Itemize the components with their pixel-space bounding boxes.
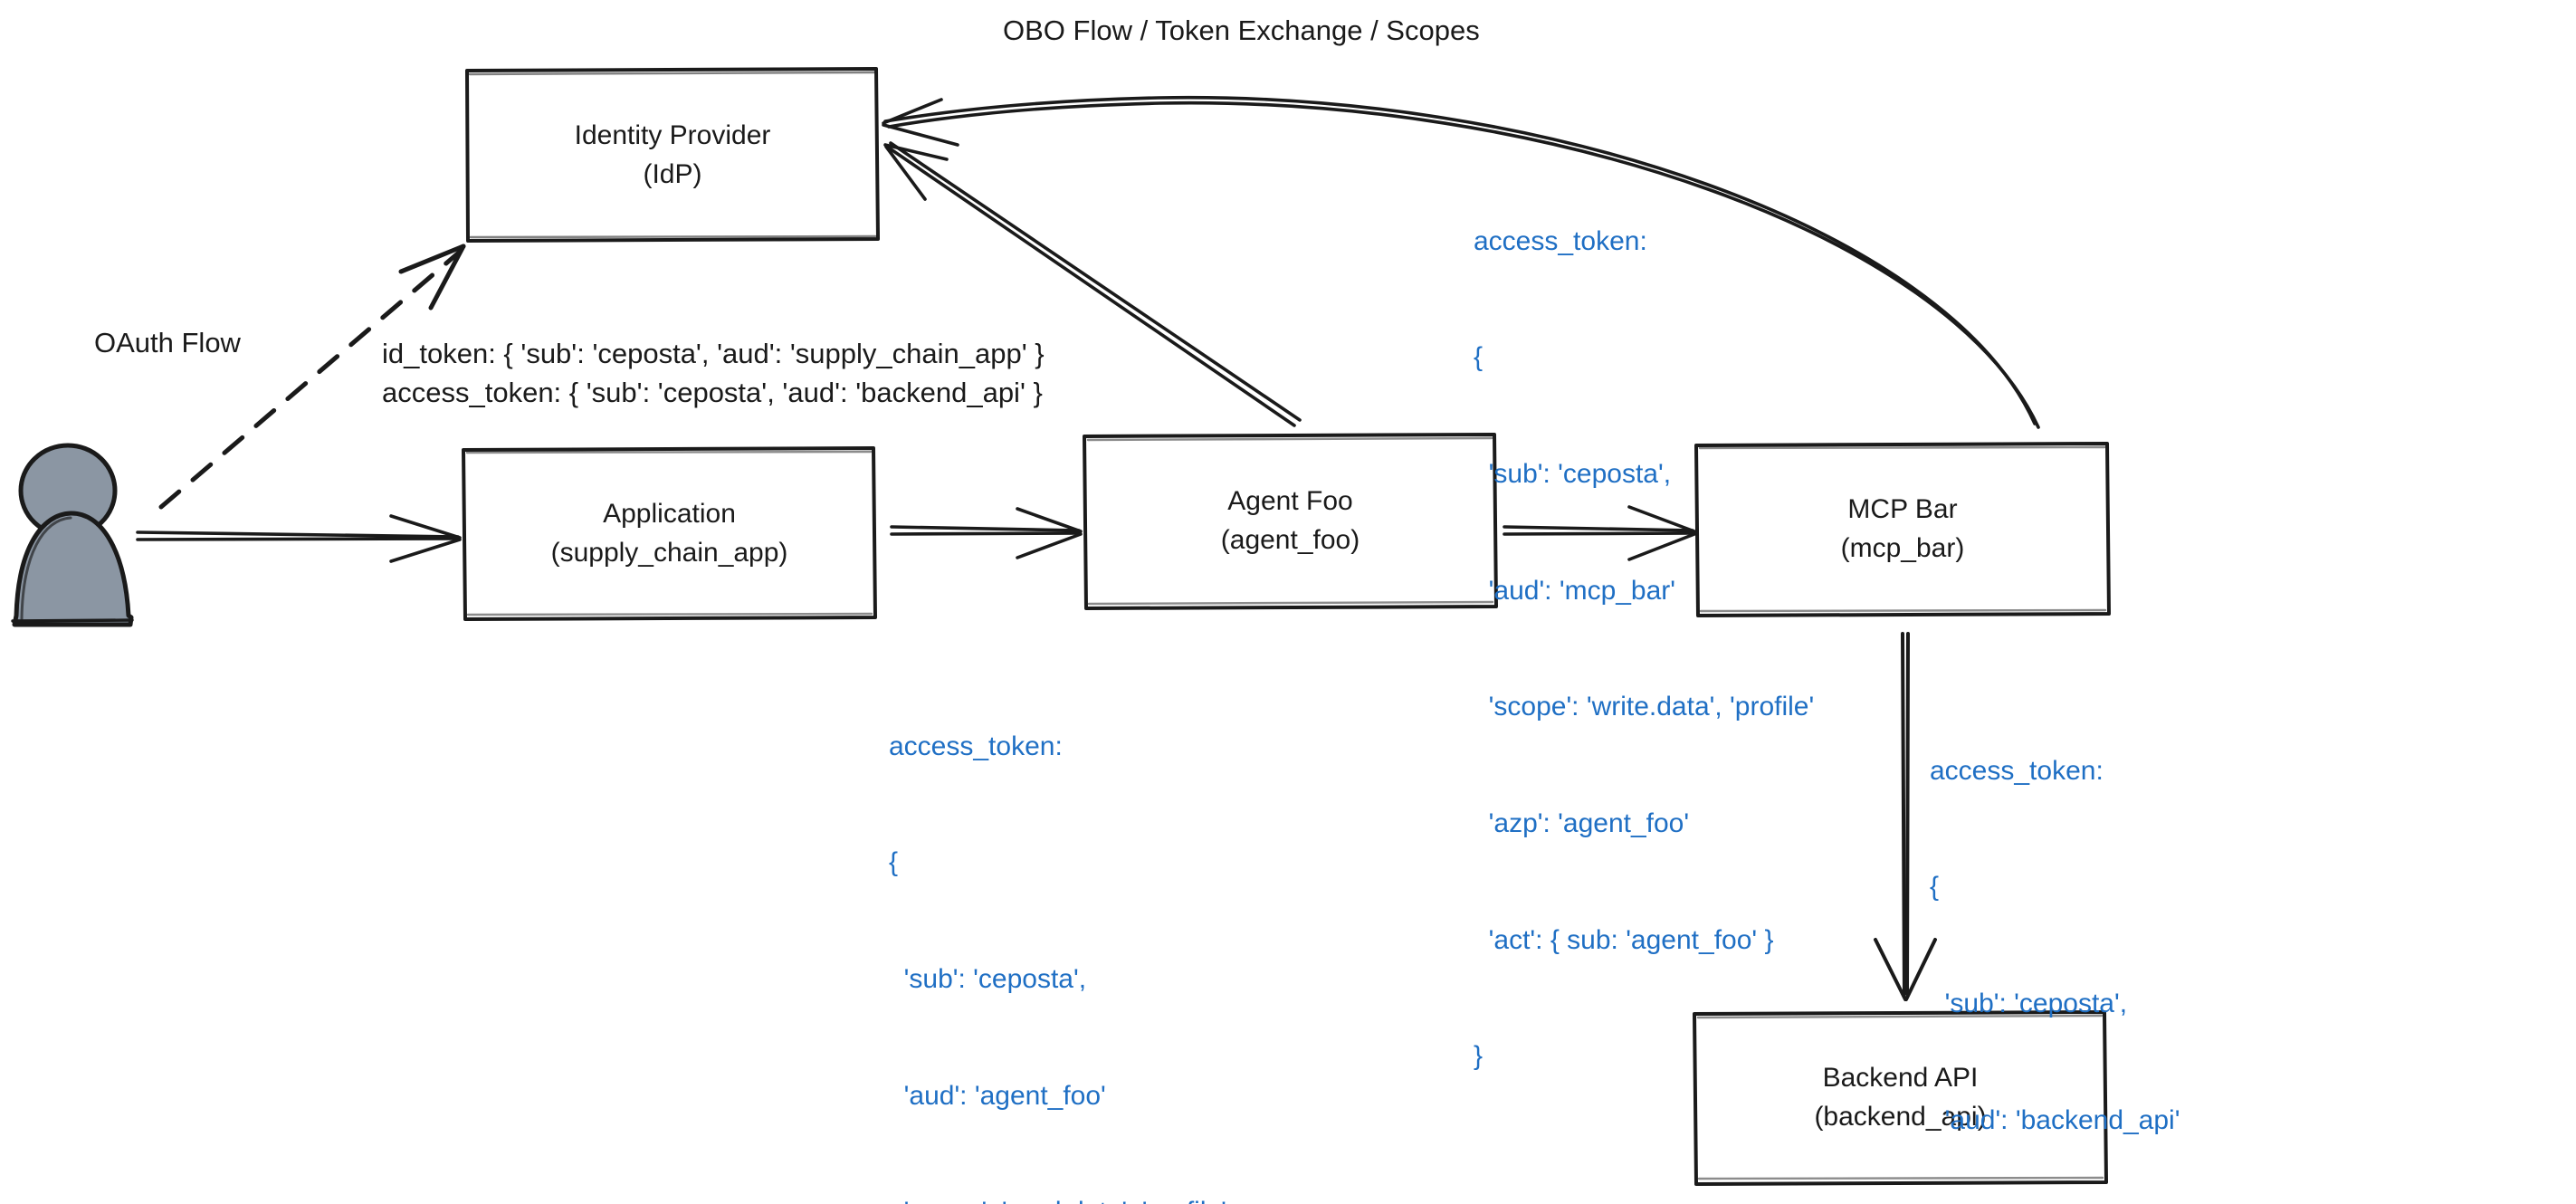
idp-token-annotation: id_token: { 'sub': 'ceposta', 'aud': 'su… (382, 335, 1045, 413)
token-agent-foo-header: access_token: (889, 731, 1063, 761)
arrow-mcp-bar-to-idp (882, 95, 2040, 429)
node-mcp-bar-subtitle: (mcp_bar) (1840, 533, 1965, 563)
node-application[interactable]: Application (supply_chain_app) (463, 448, 875, 619)
token-agent-foo-claim-aud: 'aud': 'agent_foo' (889, 1080, 1106, 1111)
node-agent-foo-title: Agent Foo (1227, 486, 1353, 517)
token-backend-api-claim-aud: 'aud': 'backend_api' (1930, 1104, 2180, 1135)
token-mcp-bar-claim-aud: 'aud': 'mcp_bar' (1474, 575, 1676, 606)
token-block-mcp-bar: access_token: { 'sub': 'ceposta', 'aud':… (1474, 145, 1814, 1154)
token-block-backend-api: access_token: { 'sub': 'ceposta', 'aud':… (1930, 674, 2510, 1204)
token-mcp-bar-claim-scope: 'scope': 'write.data', 'profile' (1474, 692, 1815, 722)
node-application-subtitle: (supply_chain_app) (550, 537, 788, 568)
token-agent-foo-claim-sub: 'sub': 'ceposta', (889, 964, 1087, 995)
idp-access-token-line: access_token: { 'sub': 'ceposta', 'aud':… (382, 376, 1043, 408)
arrow-mcp-bar-to-backend-api (1874, 632, 1937, 1001)
node-backend-api[interactable]: Backend API (backend_api) (1694, 1012, 2106, 1184)
oauth-flow-label: OAuth Flow (94, 327, 241, 358)
token-mcp-bar-claim-sub: 'sub': 'ceposta', (1474, 459, 1672, 490)
node-identity-provider-subtitle: (IdP) (643, 159, 702, 189)
token-mcp-bar-open: { (1474, 342, 1484, 373)
token-backend-api-header: access_token: (1930, 755, 2104, 786)
node-identity-provider[interactable]: Identity Provider (IdP) (467, 71, 878, 241)
arrow-user-to-idp-head (398, 244, 466, 311)
node-backend-api-subtitle: (backend_api) (1814, 1102, 1987, 1132)
token-mcp-bar-close: } (1474, 1041, 1484, 1072)
arrow-application-to-agent-foo (890, 507, 1083, 559)
node-agent-foo-subtitle: (agent_foo) (1220, 525, 1360, 555)
token-mcp-bar-claim-azp: 'azp': 'agent_foo' (1474, 808, 1690, 839)
token-agent-foo-open: { (889, 847, 899, 878)
node-mcp-bar[interactable]: MCP Bar (mcp_bar) (1696, 444, 2109, 616)
idp-id-token-line: id_token: { 'sub': 'ceposta', 'aud': 'su… (382, 338, 1045, 369)
node-backend-api-title: Backend API (1822, 1063, 1979, 1094)
arrow-user-to-application (136, 514, 462, 563)
node-application-title: Application (603, 498, 736, 529)
token-mcp-bar-claim-act: 'act': { sub: 'agent_foo' } (1474, 924, 1774, 955)
diagram-title: OBO Flow / Token Exchange / Scopes (1003, 14, 1480, 46)
token-backend-api-open: { (1930, 872, 1940, 903)
node-mcp-bar-title: MCP Bar (1847, 494, 1958, 525)
user-actor-icon (11, 443, 134, 627)
node-identity-provider-title: Identity Provider (574, 120, 771, 151)
token-mcp-bar-header: access_token: (1474, 225, 1647, 256)
token-agent-foo-claim-scope: 'scope': 'read.data', 'profile' (889, 1193, 1226, 1204)
node-agent-foo[interactable]: Agent Foo (agent_foo) (1084, 435, 1496, 608)
token-block-agent-foo: access_token: { 'sub': 'ceposta', 'aud':… (889, 650, 1226, 1204)
token-backend-api-claim-sub: 'sub': 'ceposta', (1930, 989, 2128, 1019)
